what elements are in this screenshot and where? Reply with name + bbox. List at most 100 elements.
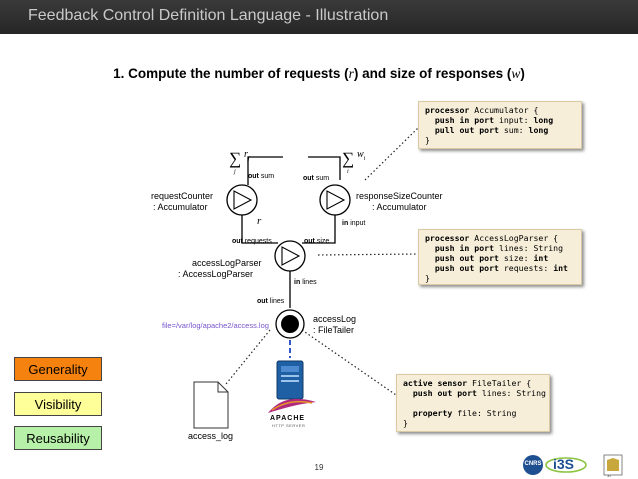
code-token: pull out port (434, 125, 499, 135)
code-line: } (403, 418, 543, 428)
parser-out-size-label: out size (304, 238, 330, 245)
i3s-logo-text: i3S (553, 456, 575, 472)
code-token: file: String (452, 408, 517, 418)
file-property-label: file=/var/log/apache2/access.log (162, 321, 269, 330)
code-token: int (533, 253, 549, 263)
r-label: r (257, 215, 262, 227)
code-token: FileTailer { (467, 378, 532, 388)
link-parser-requestcounter (241, 203, 278, 244)
code-token: property (412, 408, 453, 418)
visibility-button[interactable]: Visibility (14, 392, 102, 416)
code-token (425, 243, 435, 253)
code-token: } (403, 418, 408, 428)
rsc-in-port-label: in input (342, 220, 366, 227)
subheading-middle: ) and size of responses ( (353, 66, 512, 81)
i3s-swoosh-icon (545, 457, 587, 473)
code-token: } (425, 273, 430, 283)
apache-logo-sub: HTTP SERVER (272, 423, 306, 428)
code-token: size: (498, 253, 534, 263)
code-line: push out port lines: String (403, 388, 546, 398)
sensor-code: active sensor FileTailer { push out port… (403, 378, 546, 428)
reusability-button[interactable]: Reusability (14, 426, 102, 450)
file-fold-icon (217, 382, 228, 393)
code-token (403, 398, 408, 408)
code-token: Accumulator { (469, 105, 539, 115)
apache-logo-name: APACHE (270, 415, 306, 422)
sensor-label: accessLog: FileTailer (313, 314, 357, 335)
code-token (425, 253, 435, 263)
code-token (425, 125, 435, 135)
rsc-sum-symbol: ∑ (342, 149, 355, 168)
code-line: processor AccessLogParser { (425, 233, 575, 243)
parser-code-box: processor AccessLogParser { push in port… (418, 229, 582, 285)
code-token: input: (494, 115, 534, 125)
code-token (403, 408, 413, 418)
code-token: long (528, 125, 549, 135)
subheading: 1. Compute the number of requests (r) an… (0, 66, 638, 82)
subheading-prefix: 1. Compute the number of requests ( (113, 66, 349, 81)
code-token: int (553, 263, 568, 273)
code-token: sum: (498, 125, 529, 135)
code-token: push out port (412, 388, 477, 398)
slide-title: Feedback Control Definition Language - I… (28, 7, 389, 24)
callout-line-file (225, 329, 271, 385)
code-token: lines: String (476, 388, 546, 398)
code-token: push out port (434, 263, 499, 273)
callout-line-parser (317, 253, 419, 256)
rc-sum-var: rj (244, 149, 250, 162)
code-token: long (533, 115, 554, 125)
title-bar: Feedback Control Definition Language - I… (0, 0, 638, 34)
code-token: active sensor (403, 378, 468, 388)
code-token: push in port (434, 115, 495, 125)
code-token: } (425, 135, 430, 145)
request-counter-triangle-icon (233, 190, 253, 210)
callout-line-sensor (301, 329, 397, 396)
subheading-suffix: ) (520, 66, 525, 81)
generality-button[interactable]: Generality (14, 357, 102, 381)
response-counter-label: responseSizeCounter: Accumulator (356, 191, 443, 212)
sensor-code-box: active sensor FileTailer { push out port… (396, 374, 550, 432)
file-document-icon (193, 381, 229, 429)
cnrs-logo-text: CNRS (524, 461, 542, 467)
parser-triangle-icon (281, 246, 301, 266)
code-token: processor (425, 233, 470, 243)
parser-in-lines-label: in lines (294, 279, 317, 286)
code-line: property file: String (403, 408, 543, 418)
rsc-out-port-label: out sum (303, 175, 330, 182)
rc-sum-wire (247, 156, 283, 185)
parser-label: accessLogParser: AccessLogParser (178, 258, 262, 279)
code-token: processor (425, 105, 470, 115)
ju-logo-text: JU (607, 474, 611, 478)
code-token: requests: (498, 263, 554, 273)
rsc-sum-wire (308, 156, 341, 180)
code-token (403, 388, 413, 398)
request-counter-label: requestCounter: Accumulator (151, 191, 214, 212)
code-line: active sensor FileTailer { (403, 378, 543, 388)
code-token: lines: String (494, 243, 564, 253)
ju-emblem-icon (607, 458, 619, 471)
parser-out-requests-label: out requests (232, 238, 272, 245)
rc-sum-symbol: ∑ (229, 149, 242, 168)
cnrs-logo-icon (523, 455, 543, 475)
code-line: processor Accumulator { (425, 105, 575, 115)
page-number: 19 (314, 463, 324, 472)
link-parser-responsecounter (302, 214, 336, 244)
code-line: } (425, 135, 575, 145)
response-counter-triangle-icon (326, 190, 346, 210)
code-line: push out port size: int (425, 253, 575, 263)
parser-code: processor AccessLogParser { push in port… (425, 233, 575, 283)
code-line: push in port lines: String (425, 243, 575, 253)
code-token: push out port (434, 253, 499, 263)
accumulator-code: processor Accumulator { push in port inp… (425, 105, 575, 145)
code-line: push out port requests: int (425, 263, 575, 273)
sensor-dot-icon (281, 315, 299, 333)
rc-out-port-label: out sum (248, 173, 275, 180)
code-line: } (425, 273, 575, 283)
rsc-sum-index: i (347, 169, 349, 175)
code-line: push in port input: long (425, 115, 575, 125)
subheading-var-r: r (348, 66, 354, 81)
code-token: AccessLogParser { (469, 233, 559, 243)
apache-server-icon (268, 360, 316, 413)
